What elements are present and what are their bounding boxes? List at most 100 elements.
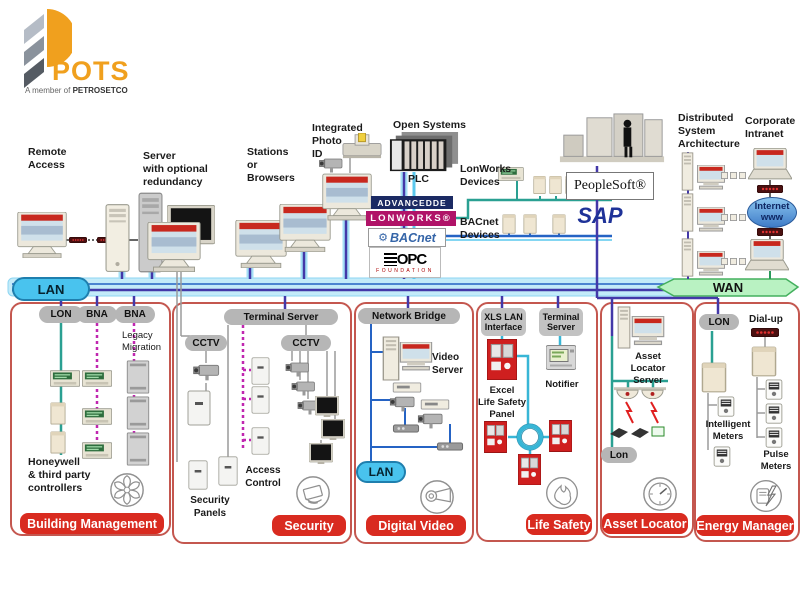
io-module-icon xyxy=(730,214,737,221)
meter-gateway-icon xyxy=(701,362,727,393)
label-corporate-intranet: Corporate Intranet xyxy=(745,115,796,141)
cctv-camera-icon xyxy=(193,364,220,381)
pill-network-bridge: Network Bridge xyxy=(358,308,460,324)
legacy-panel-icon xyxy=(126,432,150,466)
banner-building-management: Building Management xyxy=(20,513,164,534)
monitor-icon xyxy=(309,443,333,464)
monitor-icon xyxy=(315,396,339,417)
io-module-icon xyxy=(730,258,737,265)
lonworks-badge: LONWORKS® xyxy=(366,211,456,226)
bacnet-device-icon xyxy=(523,214,537,234)
workstation-icon xyxy=(17,212,67,258)
logo-org: PETROSETCO xyxy=(72,86,128,95)
io-module-icon xyxy=(721,172,728,179)
video-deck-icon xyxy=(420,399,450,410)
rf-bolts xyxy=(625,401,659,424)
modem-icon xyxy=(69,237,87,243)
banner-asset-locator: Asset Locator xyxy=(602,513,688,534)
bacnet-device-icon xyxy=(502,214,516,234)
security-device-icon xyxy=(187,390,211,426)
meter-icon xyxy=(717,396,735,417)
gauge-icon xyxy=(643,477,677,511)
server-tower-icon xyxy=(681,152,694,191)
controller-icon xyxy=(82,408,112,425)
gear-icon: ⚙ xyxy=(378,232,389,244)
label-plc: PLC xyxy=(408,173,429,185)
io-module-icon xyxy=(721,258,728,265)
logo-tagline-prefix: A member of xyxy=(25,86,71,95)
internet-cloud: Internet www xyxy=(747,197,797,228)
locator-sensor-icon xyxy=(639,387,666,399)
bacnet-badge: ⚙ BACnet xyxy=(368,228,446,247)
bacnet-device-icon xyxy=(552,214,566,234)
opc-foundation-text: FOUNDATION xyxy=(376,268,434,274)
opc-badge-row: OPC xyxy=(383,251,427,268)
label-dialup: Dial-up xyxy=(749,314,783,325)
label-stations: Stations or Browsers xyxy=(247,146,295,185)
pots-logo-mark xyxy=(24,9,72,88)
label-bacnet-devices: BACnet Devices xyxy=(460,216,500,242)
energy-meter-icon xyxy=(750,480,782,512)
device-box-icon xyxy=(50,402,66,425)
modem-icon xyxy=(751,328,779,337)
cctv-camera-icon xyxy=(285,362,309,377)
pill-lon-energy: LON xyxy=(699,314,739,330)
sap-badge: SAP xyxy=(577,203,623,228)
io-module-icon xyxy=(739,172,746,179)
pill-cctv-left: CCTV xyxy=(185,335,227,351)
modem-icon xyxy=(757,228,783,236)
wan-bus xyxy=(656,278,800,297)
banner-digital-video: Digital Video xyxy=(366,515,466,536)
banner-energy-manager: Energy Manager xyxy=(696,515,794,536)
fan-icon xyxy=(110,473,144,507)
label-remote-access: Remote Access xyxy=(28,146,67,172)
label-excel-panel: Excel Life Safety Panel xyxy=(477,385,527,420)
locator-sensor-icon xyxy=(614,387,641,399)
label-pulse-meters: Pulse Meters xyxy=(760,449,792,472)
bacnet-badge-text: BACnet xyxy=(390,230,436,245)
video-camera-icon xyxy=(389,396,415,412)
pill-terminal-server: Terminal Server xyxy=(224,309,338,325)
pots-logo-text: POTS xyxy=(52,56,130,86)
access-control-panel-icon xyxy=(251,386,270,414)
banner-security: Security xyxy=(272,515,346,536)
fire-panel-icon xyxy=(487,339,517,380)
modem-icon xyxy=(757,185,783,193)
device-box-icon xyxy=(50,431,66,454)
asset-server-tower-icon xyxy=(617,306,631,349)
security-panel-icon xyxy=(218,456,238,486)
meter-icon xyxy=(765,403,783,424)
label-lonworks-devices: LonWorks Devices xyxy=(460,163,512,189)
access-control-panel-icon xyxy=(251,427,270,455)
opc-badge: OPC FOUNDATION xyxy=(369,247,441,278)
controller-icon xyxy=(50,370,80,387)
xls-lan-interface-box: XLS LAN Interface xyxy=(481,308,526,336)
fire-panel-icon xyxy=(549,420,572,452)
label-dsa: Distributed System Architecture xyxy=(678,112,740,151)
cctv-camera-icon xyxy=(291,381,315,396)
label-video-server: Video Server xyxy=(432,352,464,376)
ls-terminal-server-box: Terminal Server xyxy=(539,308,583,336)
meter-icon xyxy=(765,427,783,448)
asset-server-screen-icon xyxy=(631,316,665,346)
security-panel-icon xyxy=(188,460,208,490)
server-tower-icon xyxy=(105,204,130,272)
lonworks-device-icon xyxy=(533,175,546,195)
card-access-icon xyxy=(296,476,330,510)
label-asset-locator-server: Asset Locator Server xyxy=(630,351,666,386)
encoder-icon xyxy=(436,442,464,451)
io-module-icon xyxy=(721,214,728,221)
camera-circle-icon xyxy=(420,480,454,514)
fire-panel-icon xyxy=(518,454,541,485)
lan-bus xyxy=(7,277,677,297)
barcode-icon xyxy=(383,253,397,266)
controller-icon xyxy=(82,370,112,387)
label-photo-id: Integrated Photo ID xyxy=(312,122,363,161)
label-intelligent-meters: Intelligent Meters xyxy=(705,419,751,442)
pill-bna-1: BNA xyxy=(77,306,117,323)
label-notifier: Notifier xyxy=(545,379,579,390)
pill-lon: LON xyxy=(39,306,83,323)
peoplesoft-badge: PeopleSoft® xyxy=(566,172,654,200)
video-server-screen-icon xyxy=(399,342,433,371)
